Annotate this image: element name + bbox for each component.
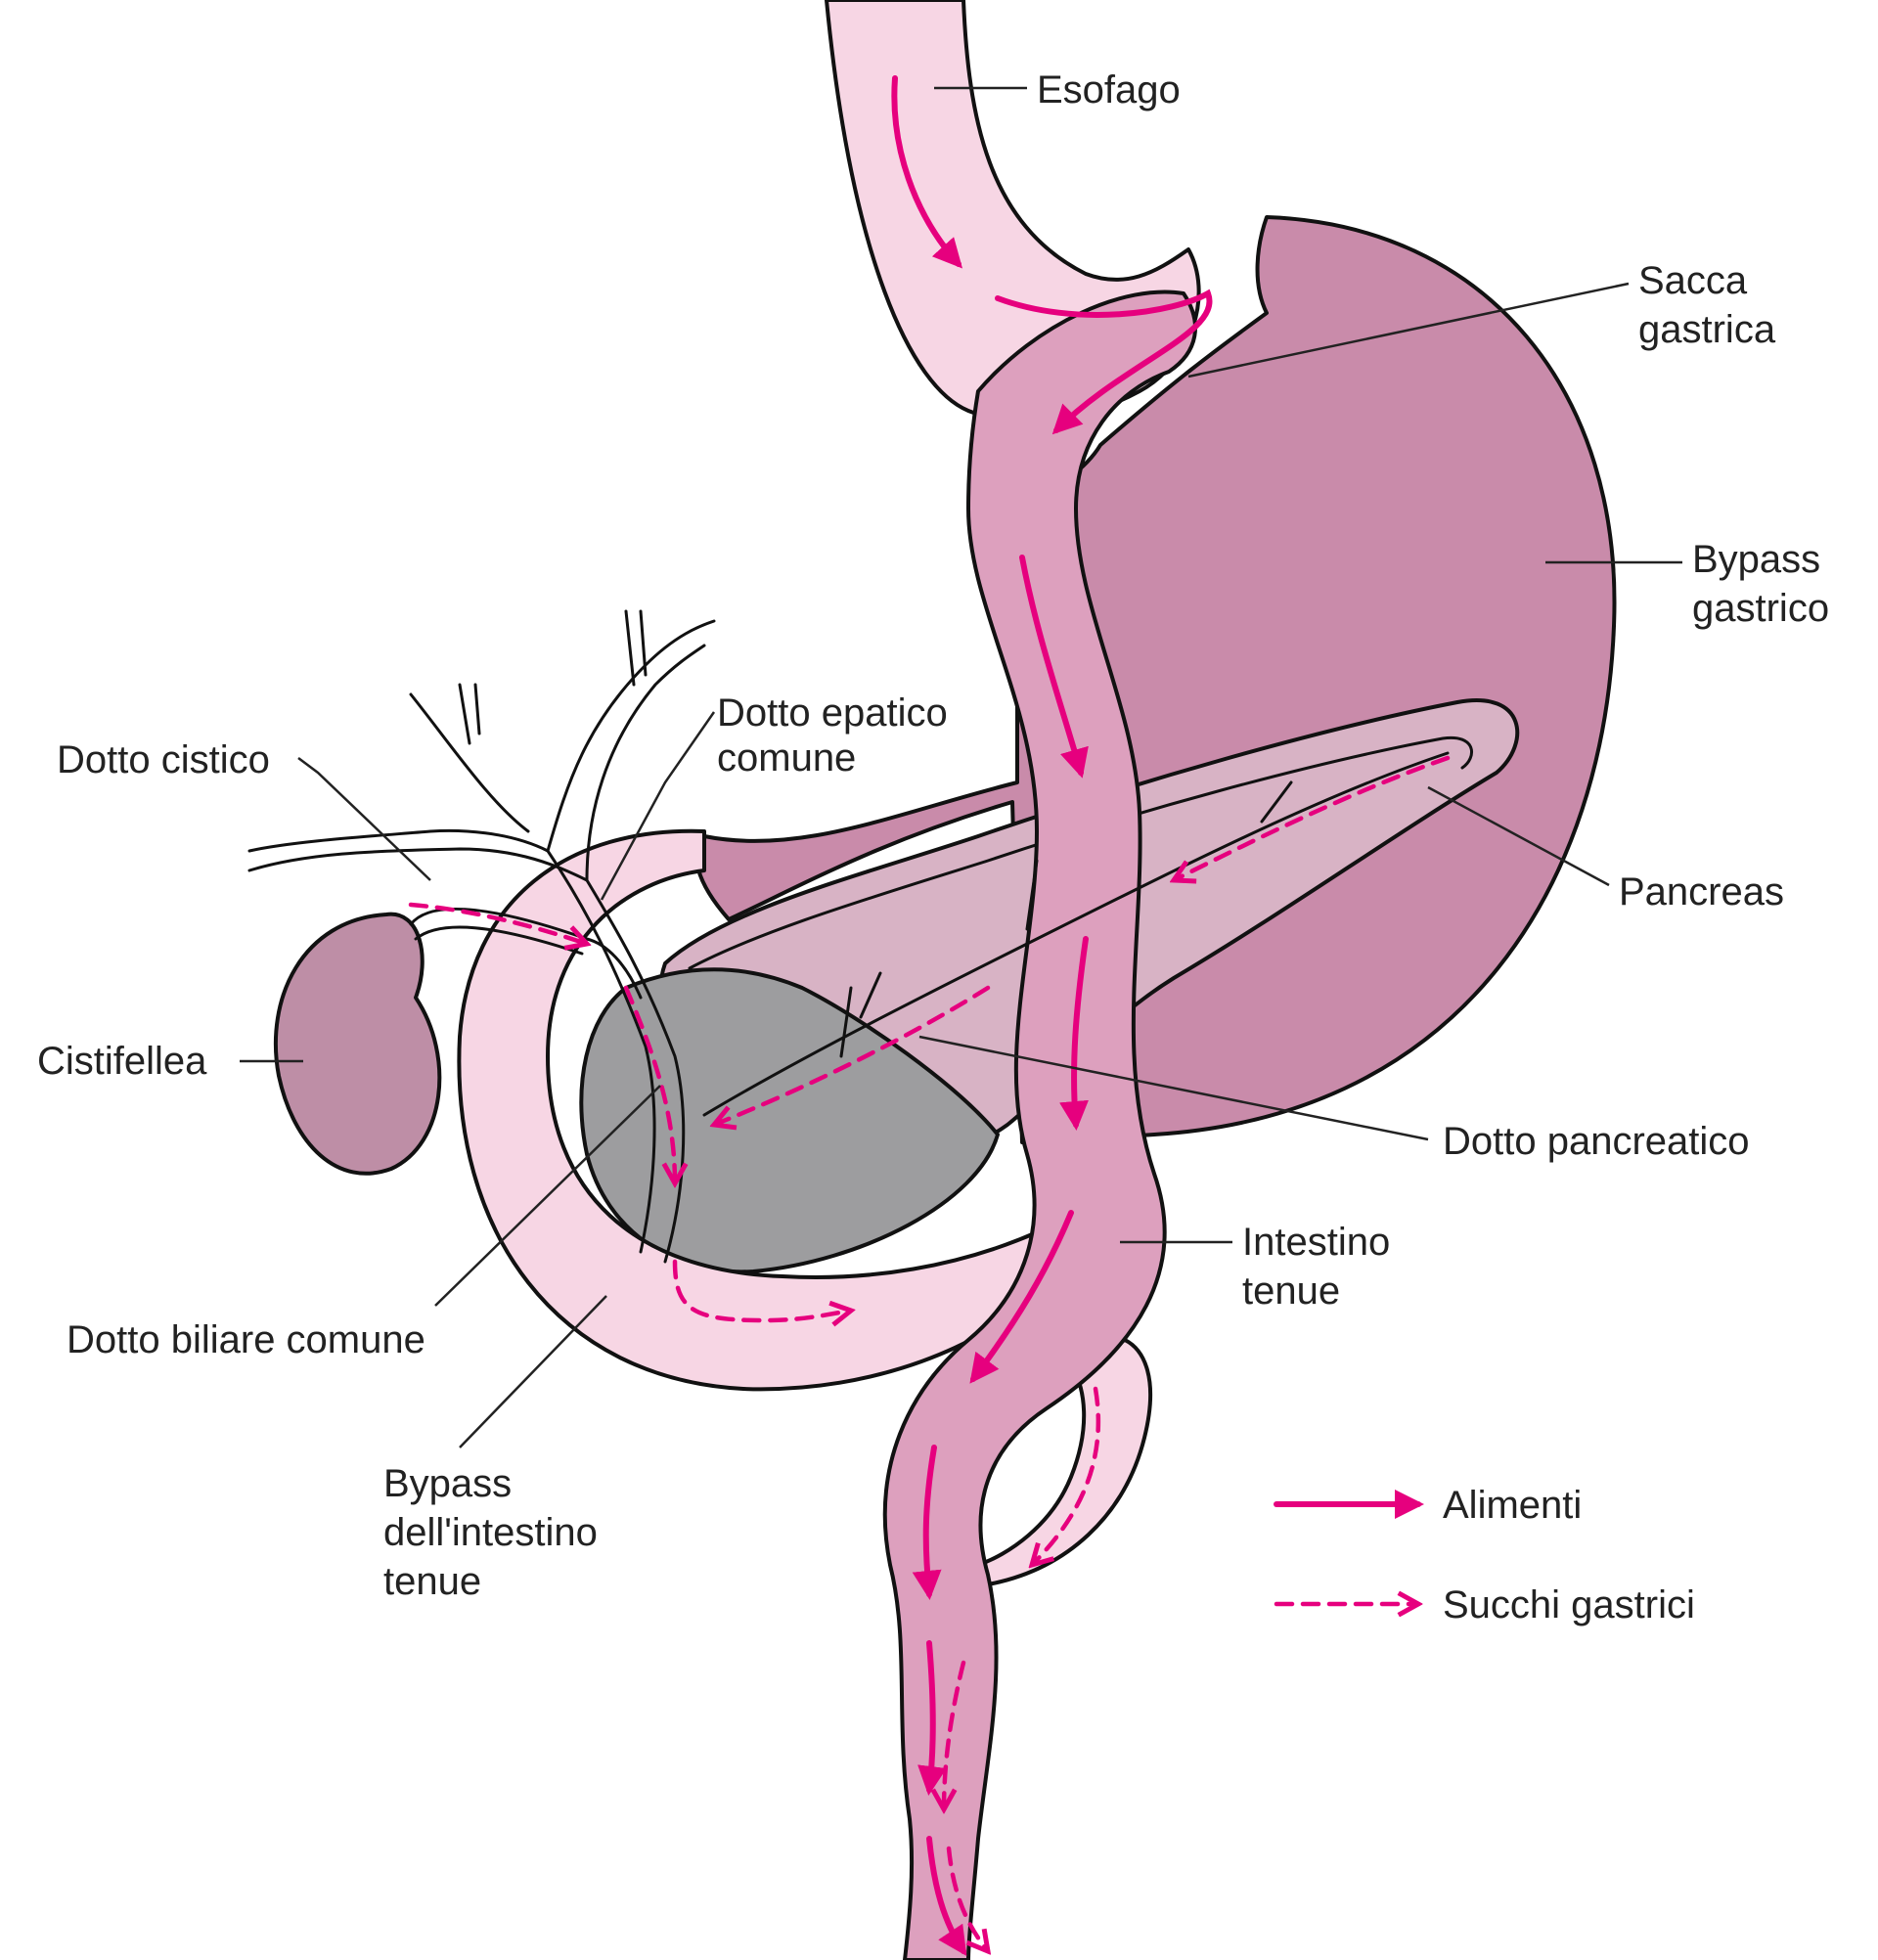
duodenum-dark-section xyxy=(579,967,1000,1274)
leader-sacca xyxy=(1187,282,1630,379)
juice-arrow-lower-1 xyxy=(944,1660,966,1809)
cystic-duct xyxy=(409,907,643,1000)
food-arrow-limb-1 xyxy=(1019,555,1089,779)
leader-pancreas xyxy=(1427,785,1610,887)
legend: Alimenti Succhi gastrici xyxy=(1274,1484,1695,1626)
common-bile-duct xyxy=(546,849,686,1264)
leader-dotto-pancreatico xyxy=(918,1035,1429,1141)
juice-arrow-lower-2 xyxy=(946,1846,988,1951)
juice-arrow-lower-loop xyxy=(1032,1386,1101,1565)
juice-arrow-bile-duct xyxy=(623,985,675,1183)
leader-dotto-epatico xyxy=(600,711,716,901)
label-bypass-gastrico-1: Bypass xyxy=(1692,538,1820,581)
label-dotto-cistico: Dotto cistico xyxy=(57,738,270,781)
food-arrow-esophagus xyxy=(891,75,963,269)
legend-food-label: Alimenti xyxy=(1443,1484,1582,1527)
label-esofago: Esofago xyxy=(1037,68,1181,111)
label-pancreas: Pancreas xyxy=(1619,870,1784,913)
label-dotto-epatico-1: Dotto epatico xyxy=(717,691,948,735)
juice-arrow-pancreatic-2 xyxy=(714,985,991,1125)
pancreatic-duct xyxy=(702,751,1450,1117)
label-dotto-epatico-2: comune xyxy=(717,736,856,780)
food-arrow-limb-2 xyxy=(1059,936,1089,1131)
label-bypass-gastrico-2: gastrico xyxy=(1692,587,1829,630)
gallbladder xyxy=(273,912,442,1176)
label-sacca-gastrica-2: gastrica xyxy=(1638,308,1776,351)
juice-arrow-cystic xyxy=(408,902,587,944)
small-intestine xyxy=(882,290,1197,1960)
leader-dotto-biliare xyxy=(434,1085,661,1307)
label-bypass-intestino-1: Bypass xyxy=(383,1462,512,1505)
label-intestino-2: tenue xyxy=(1242,1270,1340,1313)
juice-arrow-pancreatic xyxy=(1174,755,1451,880)
label-bypass-intestino-3: tenue xyxy=(383,1560,481,1603)
food-arrow-pouch xyxy=(995,289,1213,435)
label-dotto-biliare: Dotto biliare comune xyxy=(67,1318,425,1361)
food-arrow-limb-3 xyxy=(969,1210,1074,1384)
food-arrow-limb-6 xyxy=(926,1836,967,1956)
bypassed-stomach xyxy=(694,215,1617,1144)
cystic-duct-inner xyxy=(414,925,584,956)
leader-dotto-cistico xyxy=(297,757,431,881)
food-arrow-limb-4 xyxy=(912,1445,942,1600)
legend-juice-label: Succhi gastrici xyxy=(1443,1583,1695,1626)
label-sacca-gastrica-1: Sacca xyxy=(1638,259,1748,302)
label-bypass-intestino-2: dell'intestino xyxy=(383,1511,598,1554)
leader-bypass-intestino xyxy=(459,1295,607,1448)
food-arrow-limb-5 xyxy=(917,1640,947,1796)
label-cistifellea: Cistifellea xyxy=(37,1040,207,1083)
juice-arrow-duodenum xyxy=(672,1259,851,1320)
label-dotto-pancreatico: Dotto pancreatico xyxy=(1443,1120,1750,1163)
label-intestino-1: Intestino xyxy=(1242,1221,1390,1264)
